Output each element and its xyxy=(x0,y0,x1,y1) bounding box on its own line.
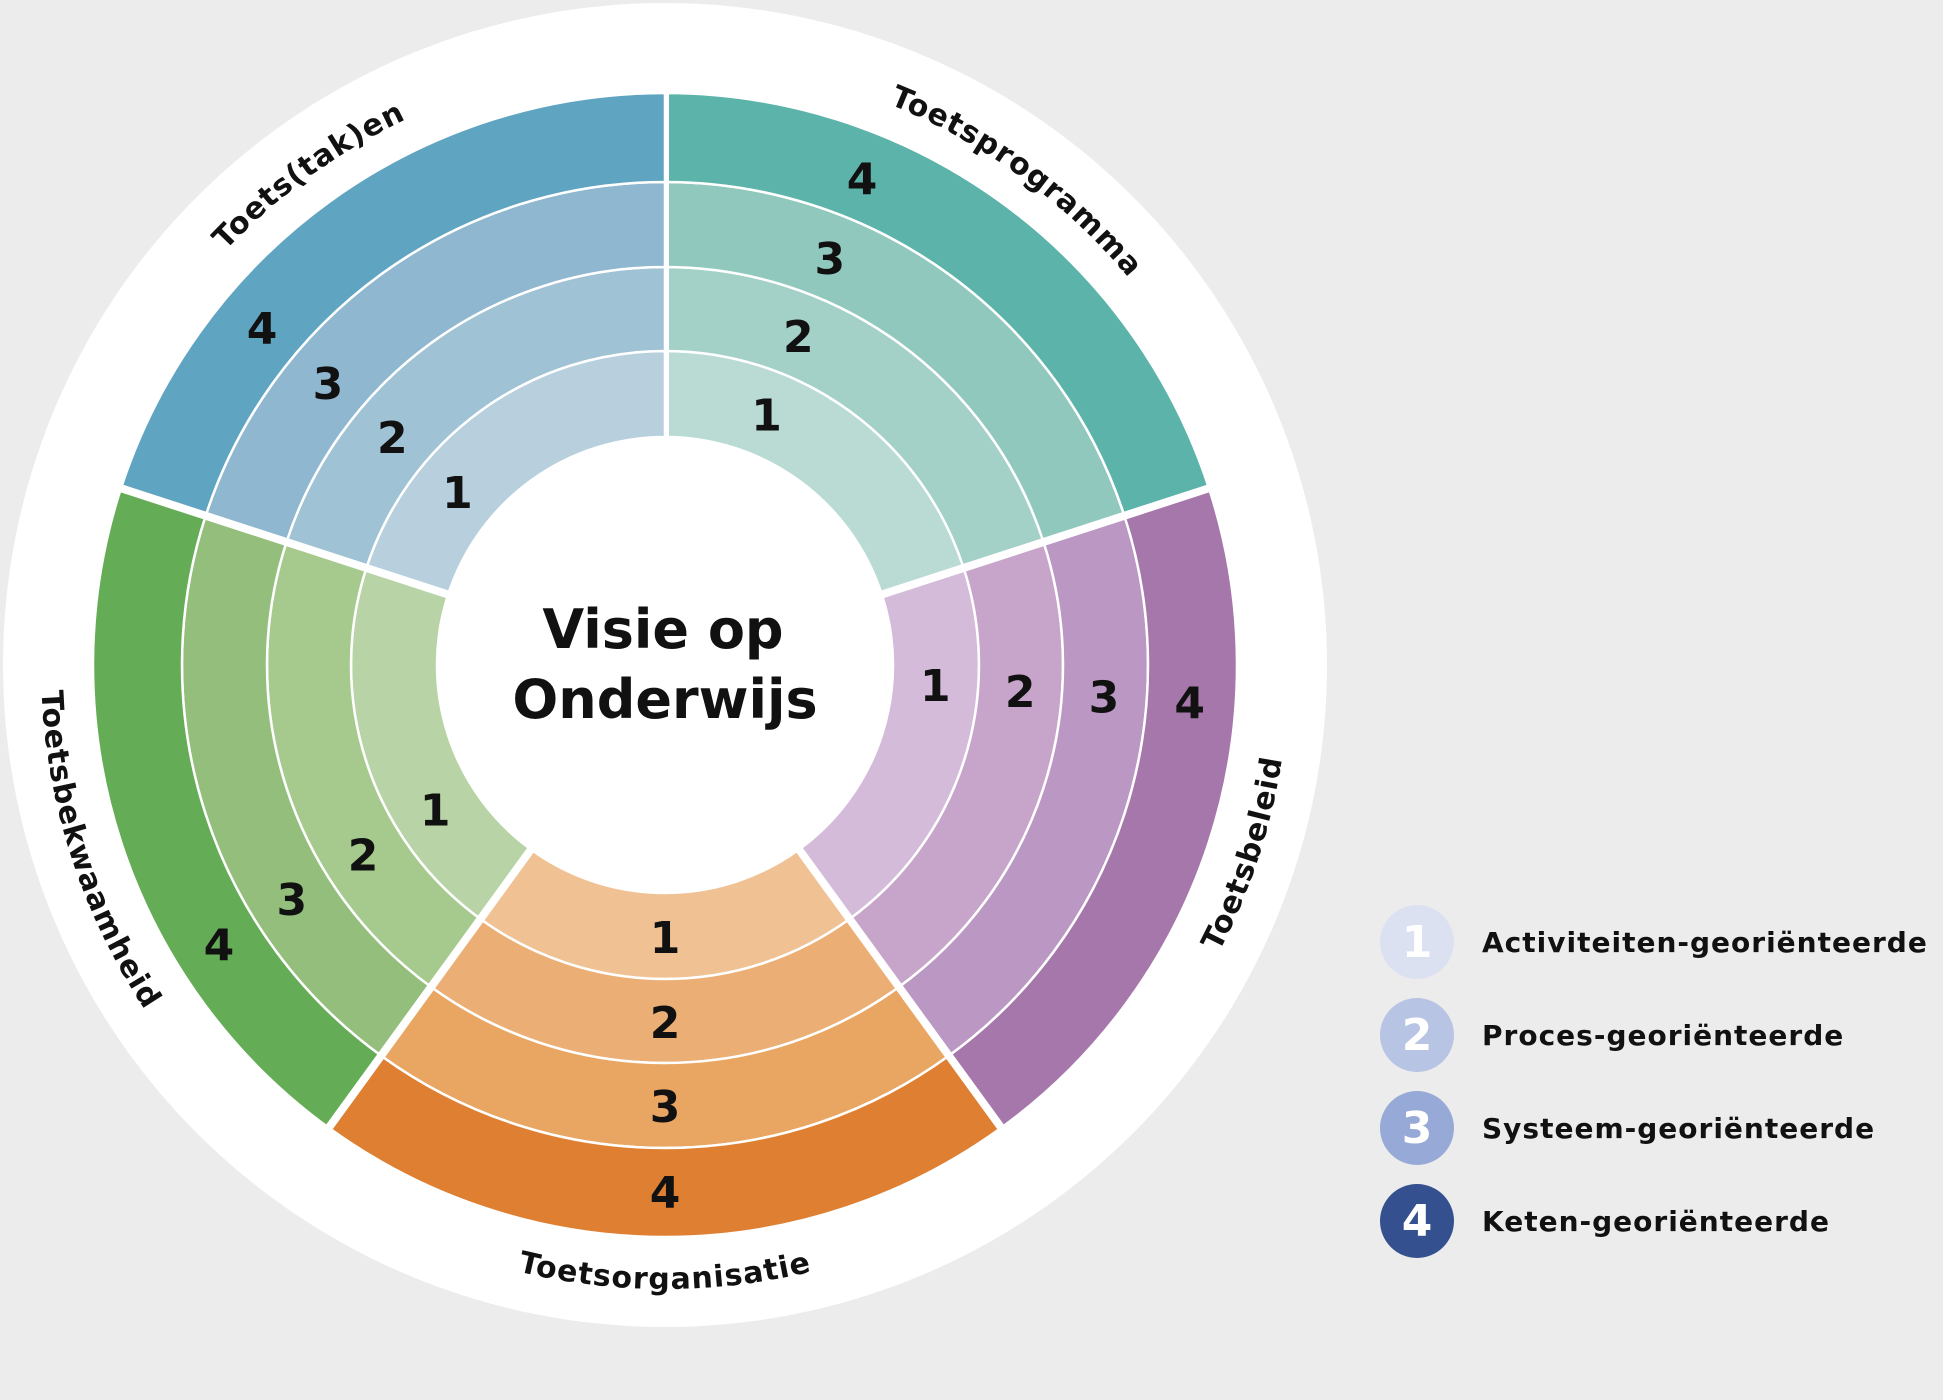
toetsorganisatie-level-2-number: 2 xyxy=(650,998,681,1049)
toetsbeleid-level-4-number: 4 xyxy=(1174,679,1205,730)
sector-divider-5 xyxy=(117,483,450,599)
toetsprogramma-level-4-number: 4 xyxy=(847,154,878,205)
center-disc xyxy=(437,437,893,893)
center-title-line1: Visie op xyxy=(542,598,783,661)
legend-level-badge: 3 xyxy=(1380,1091,1454,1165)
sectors-group xyxy=(91,91,1239,1239)
sector-divider-3 xyxy=(795,847,1006,1132)
legend-item-3: 3 Systeem-georiënteerde xyxy=(1380,1091,1928,1165)
toetsprogramma-level-3-number: 3 xyxy=(815,234,846,285)
toetsbeleid-level-3-number: 3 xyxy=(1089,673,1120,724)
legend-label: Proces-georiënteerde xyxy=(1482,1018,1845,1052)
center-title-line2: Onderwijs xyxy=(512,668,817,731)
toetsbekwaamheid-level-3-number: 3 xyxy=(277,875,308,926)
toetsbekwaamheid-level-1-number: 1 xyxy=(420,786,451,837)
toetsorganisatie-level-1-number: 1 xyxy=(650,913,681,964)
toetsbeleid-level-1-number: 1 xyxy=(920,661,951,712)
legend-item-4: 4 Keten-georiënteerde xyxy=(1380,1184,1928,1258)
legend-label: Keten-georiënteerde xyxy=(1482,1204,1830,1238)
legend-level-badge: 4 xyxy=(1380,1184,1454,1258)
toetstaken-level-3-number: 3 xyxy=(313,359,344,410)
legend: 1 Activiteiten-georiënteerde 2 Proces-geori… xyxy=(1380,905,1928,1277)
legend-level-badge: 2 xyxy=(1380,998,1454,1072)
sector-divider-4 xyxy=(324,847,535,1132)
toetstaken-level-1-number: 1 xyxy=(442,468,473,519)
legend-item-1: 1 Activiteiten-georiënteerde xyxy=(1380,905,1928,979)
legend-item-2: 2 Proces-georiënteerde xyxy=(1380,998,1928,1072)
toetsbekwaamheid-level-2-number: 2 xyxy=(348,831,379,882)
legend-label: Activiteiten-georiënteerde xyxy=(1482,925,1928,959)
toetstaken-level-4-number: 4 xyxy=(247,304,278,355)
toetsprogramma-level-2-number: 2 xyxy=(783,312,814,363)
toetsbekwaamheid-level-4-number: 4 xyxy=(204,921,235,972)
toetsprogramma-level-1-number: 1 xyxy=(751,391,782,442)
toetsorganisatie-level-3-number: 3 xyxy=(650,1082,681,1133)
sector-divider-2 xyxy=(880,483,1213,599)
legend-level-badge: 1 xyxy=(1380,905,1454,979)
toetsbeleid-level-2-number: 2 xyxy=(1005,667,1036,718)
toetstaken-level-4-segment xyxy=(119,91,667,518)
legend-label: Systeem-georiënteerde xyxy=(1482,1111,1876,1145)
toetstaken-level-2-number: 2 xyxy=(377,413,408,464)
toetsorganisatie-level-4-number: 4 xyxy=(650,1168,681,1219)
